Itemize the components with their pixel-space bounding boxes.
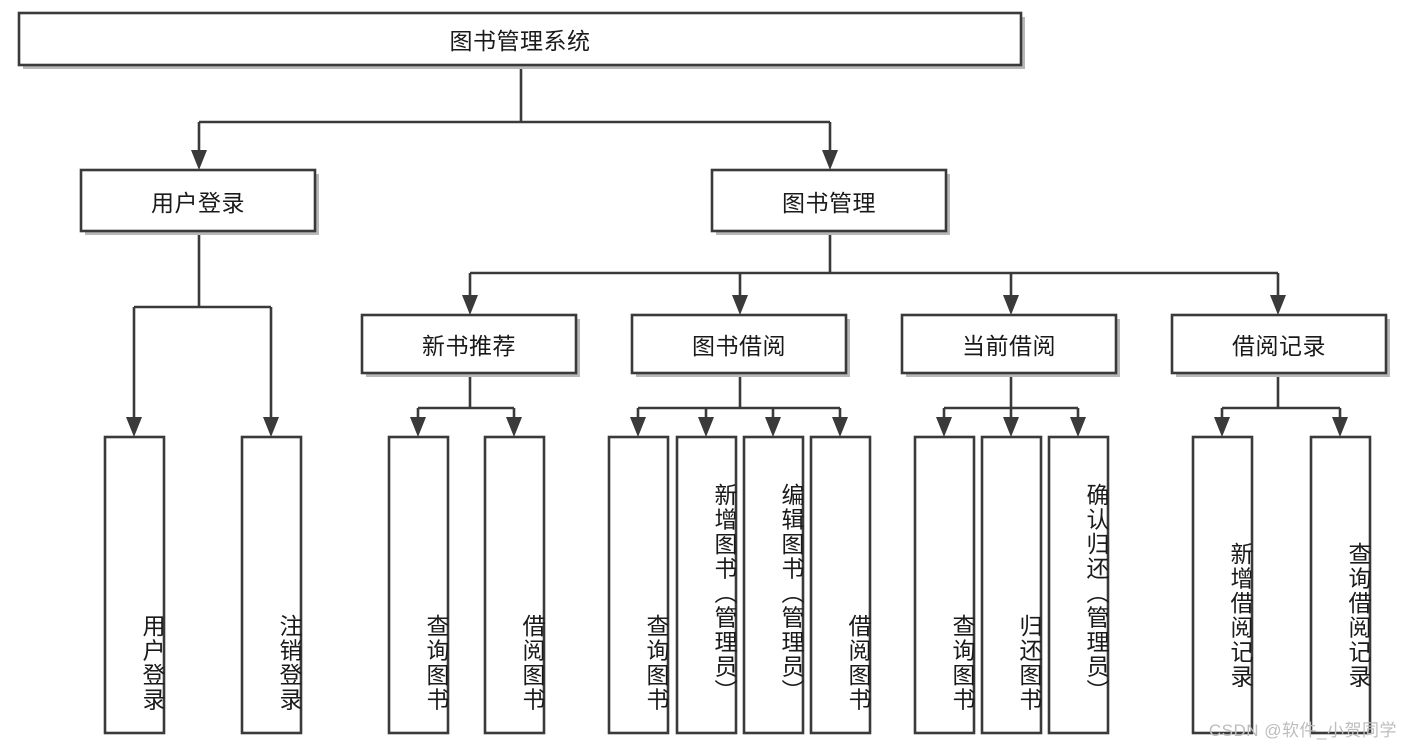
edge-group [126, 67, 1348, 437]
leaf-user-login-box[interactable] [103, 435, 166, 735]
arrow-leaf-user-login [126, 417, 142, 437]
arrow-cb-confirm-return [1070, 417, 1086, 437]
leaf-cb-return-book-box[interactable] [980, 435, 1043, 735]
leaf-bw-query-book-box[interactable] [607, 435, 670, 735]
node-borrow-record-box[interactable] [1170, 313, 1388, 375]
leaf-cb-confirm-return-box[interactable] [1047, 435, 1110, 735]
leaf-bw-borrow-book-box[interactable] [809, 435, 872, 735]
node-group [17, 11, 1390, 735]
arrow-to-newbook [462, 295, 478, 315]
leaf-bw-add-book-box[interactable] [675, 435, 738, 735]
arrow-rc-add-record [1214, 417, 1230, 437]
leaf-bw-edit-book-box[interactable] [742, 435, 805, 735]
node-user-login-box[interactable] [79, 168, 317, 233]
leaf-rc-add-record-box[interactable] [1191, 435, 1254, 735]
arrow-bw-edit-book [765, 417, 781, 437]
arrow-rc-query-record [1332, 417, 1348, 437]
arrow-bw-add-book [698, 417, 714, 437]
arrow-nb-borrow-book [506, 417, 522, 437]
node-book-borrow-box[interactable] [630, 313, 848, 375]
arrow-to-bookmgmt [822, 150, 838, 170]
leaf-cb-query-book-box[interactable] [913, 435, 976, 735]
arrow-to-borrow [732, 295, 748, 315]
leaf-rc-query-record-box[interactable] [1309, 435, 1372, 735]
node-current-borrow-box[interactable] [900, 313, 1118, 375]
arrow-leaf-logout [263, 417, 279, 437]
node-new-book-box[interactable] [360, 313, 578, 375]
node-book-mgmt-box[interactable] [710, 168, 948, 233]
leaf-logout-box[interactable] [240, 435, 303, 735]
arrow-cb-query-book [936, 417, 952, 437]
arrow-nb-query-book [410, 417, 426, 437]
node-root-box[interactable] [17, 11, 1023, 67]
arrow-bw-query-book [630, 417, 646, 437]
leaf-nb-borrow-book-box[interactable] [483, 435, 546, 735]
leaf-nb-query-book-box[interactable] [387, 435, 450, 735]
arrow-to-current [1003, 295, 1019, 315]
arrow-to-record [1270, 295, 1286, 315]
arrow-cb-return-book [1003, 417, 1019, 437]
arrow-bw-borrow-book [832, 417, 848, 437]
arrow-to-userlogin [191, 150, 207, 170]
